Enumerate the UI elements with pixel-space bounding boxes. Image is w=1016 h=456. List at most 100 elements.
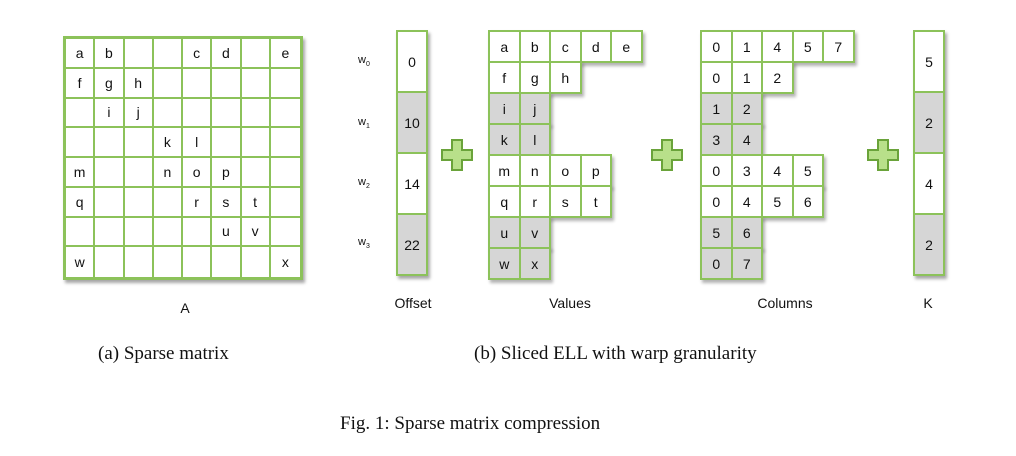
array-cell: d bbox=[579, 30, 612, 63]
subcaption-b: (b) Sliced ELL with warp granularity bbox=[474, 343, 757, 364]
matrix-cell bbox=[153, 68, 183, 99]
array-cell: 3 bbox=[700, 123, 733, 156]
array-cell: g bbox=[518, 61, 551, 94]
array-cell: 4 bbox=[730, 185, 763, 218]
array-cell: 3 bbox=[730, 154, 763, 187]
matrix-cell bbox=[241, 39, 271, 69]
matrix-cell bbox=[124, 187, 154, 218]
array-cell: 2 bbox=[761, 61, 794, 94]
warp-index: 1 bbox=[365, 123, 370, 131]
array-cell: v bbox=[518, 216, 551, 249]
matrix-cell: u bbox=[212, 217, 242, 248]
matrix-cell: h bbox=[124, 68, 154, 99]
matrix-cell bbox=[153, 217, 183, 248]
array-cell: e bbox=[610, 30, 643, 63]
array-cell: f bbox=[488, 61, 521, 94]
matrix-cell bbox=[124, 39, 154, 69]
array-cell: 1 bbox=[700, 92, 733, 125]
array-cell: i bbox=[488, 92, 521, 125]
figure-caption: Fig. 1: Sparse matrix compression bbox=[340, 413, 601, 434]
warp-label: w2 bbox=[358, 176, 370, 190]
matrix-cell bbox=[242, 247, 271, 277]
matrix-cell: n bbox=[153, 158, 183, 188]
offset-cell: 22 bbox=[396, 213, 428, 276]
matrix-cell: c bbox=[183, 39, 213, 69]
array-cell: 7 bbox=[730, 247, 763, 280]
matrix-cell bbox=[212, 128, 242, 158]
array-cell: j bbox=[518, 92, 551, 125]
warp-label: w1 bbox=[358, 116, 370, 130]
matrix-cell bbox=[153, 98, 183, 129]
offset-label: Offset bbox=[394, 295, 432, 311]
warp-letter: w bbox=[358, 116, 366, 128]
matrix-cell bbox=[66, 98, 96, 129]
matrix-cell bbox=[95, 217, 125, 248]
array-cell: t bbox=[579, 185, 612, 218]
matrix-cell bbox=[241, 98, 271, 129]
matrix-label: A bbox=[180, 300, 190, 316]
array-cell: a bbox=[488, 30, 521, 63]
warp-letter: w bbox=[358, 236, 366, 248]
plus-icon bbox=[441, 139, 473, 171]
matrix-cell: o bbox=[183, 158, 213, 188]
k-cell: 2 bbox=[913, 213, 945, 276]
matrix-cell bbox=[153, 187, 183, 218]
array-cell: c bbox=[549, 30, 582, 63]
matrix-cell: r bbox=[183, 187, 213, 218]
array-cell: x bbox=[518, 247, 551, 280]
matrix-cell bbox=[95, 247, 125, 277]
array-cell: m bbox=[488, 154, 521, 187]
array-cell: 5 bbox=[791, 30, 824, 63]
matrix-cell: m bbox=[66, 158, 96, 188]
array-cell: 4 bbox=[761, 30, 794, 63]
matrix-cell bbox=[183, 68, 213, 99]
matrix-cell bbox=[270, 188, 300, 218]
array-cell: l bbox=[518, 123, 551, 156]
array-cell: 5 bbox=[761, 185, 794, 218]
matrix-cell bbox=[183, 217, 213, 248]
array-cell: 2 bbox=[730, 92, 763, 125]
warp-letter: w bbox=[358, 176, 366, 188]
array-cell: 6 bbox=[791, 185, 824, 218]
array-cell: 4 bbox=[761, 154, 794, 187]
k-cell: 4 bbox=[913, 152, 945, 215]
array-cell: n bbox=[518, 154, 551, 187]
matrix-cell bbox=[270, 69, 300, 99]
matrix-cell: x bbox=[281, 254, 289, 271]
matrix-cell: g bbox=[95, 68, 125, 99]
matrix-cell bbox=[95, 187, 125, 218]
matrix-cell bbox=[95, 128, 125, 158]
matrix-cell: w bbox=[66, 247, 96, 277]
k-cell: 5 bbox=[913, 30, 945, 93]
array-cell: u bbox=[488, 216, 521, 249]
matrix-cell bbox=[241, 68, 271, 99]
array-cell: 0 bbox=[700, 30, 733, 63]
array-cell: b bbox=[518, 30, 551, 63]
offset-cell: 10 bbox=[396, 91, 428, 154]
k-label: K bbox=[923, 295, 933, 311]
matrix-cell bbox=[66, 128, 96, 158]
array-cell: r bbox=[518, 185, 551, 218]
matrix-cell: s bbox=[212, 187, 242, 218]
matrix-cell: t bbox=[241, 187, 271, 218]
matrix-cell: e bbox=[270, 39, 300, 69]
array-cell: w bbox=[488, 247, 521, 280]
array-cell: 7 bbox=[822, 30, 855, 63]
warp-index: 0 bbox=[365, 61, 370, 69]
matrix-cell: p bbox=[212, 158, 242, 188]
matrix-cell bbox=[124, 158, 154, 188]
matrix-cell bbox=[124, 217, 154, 248]
matrix-cell: l bbox=[183, 128, 213, 158]
matrix-cell bbox=[153, 39, 183, 69]
warp-label: w3 bbox=[358, 236, 370, 250]
plus-icon bbox=[651, 139, 683, 171]
matrix-cell bbox=[183, 98, 213, 129]
array-cell: 0 bbox=[700, 247, 733, 280]
matrix-cell: q bbox=[66, 187, 96, 218]
matrix-cell: f bbox=[66, 68, 96, 99]
matrix-cell bbox=[125, 247, 154, 277]
array-cell: p bbox=[579, 154, 612, 187]
array-cell: 1 bbox=[730, 61, 763, 94]
matrix-cell bbox=[124, 128, 154, 158]
